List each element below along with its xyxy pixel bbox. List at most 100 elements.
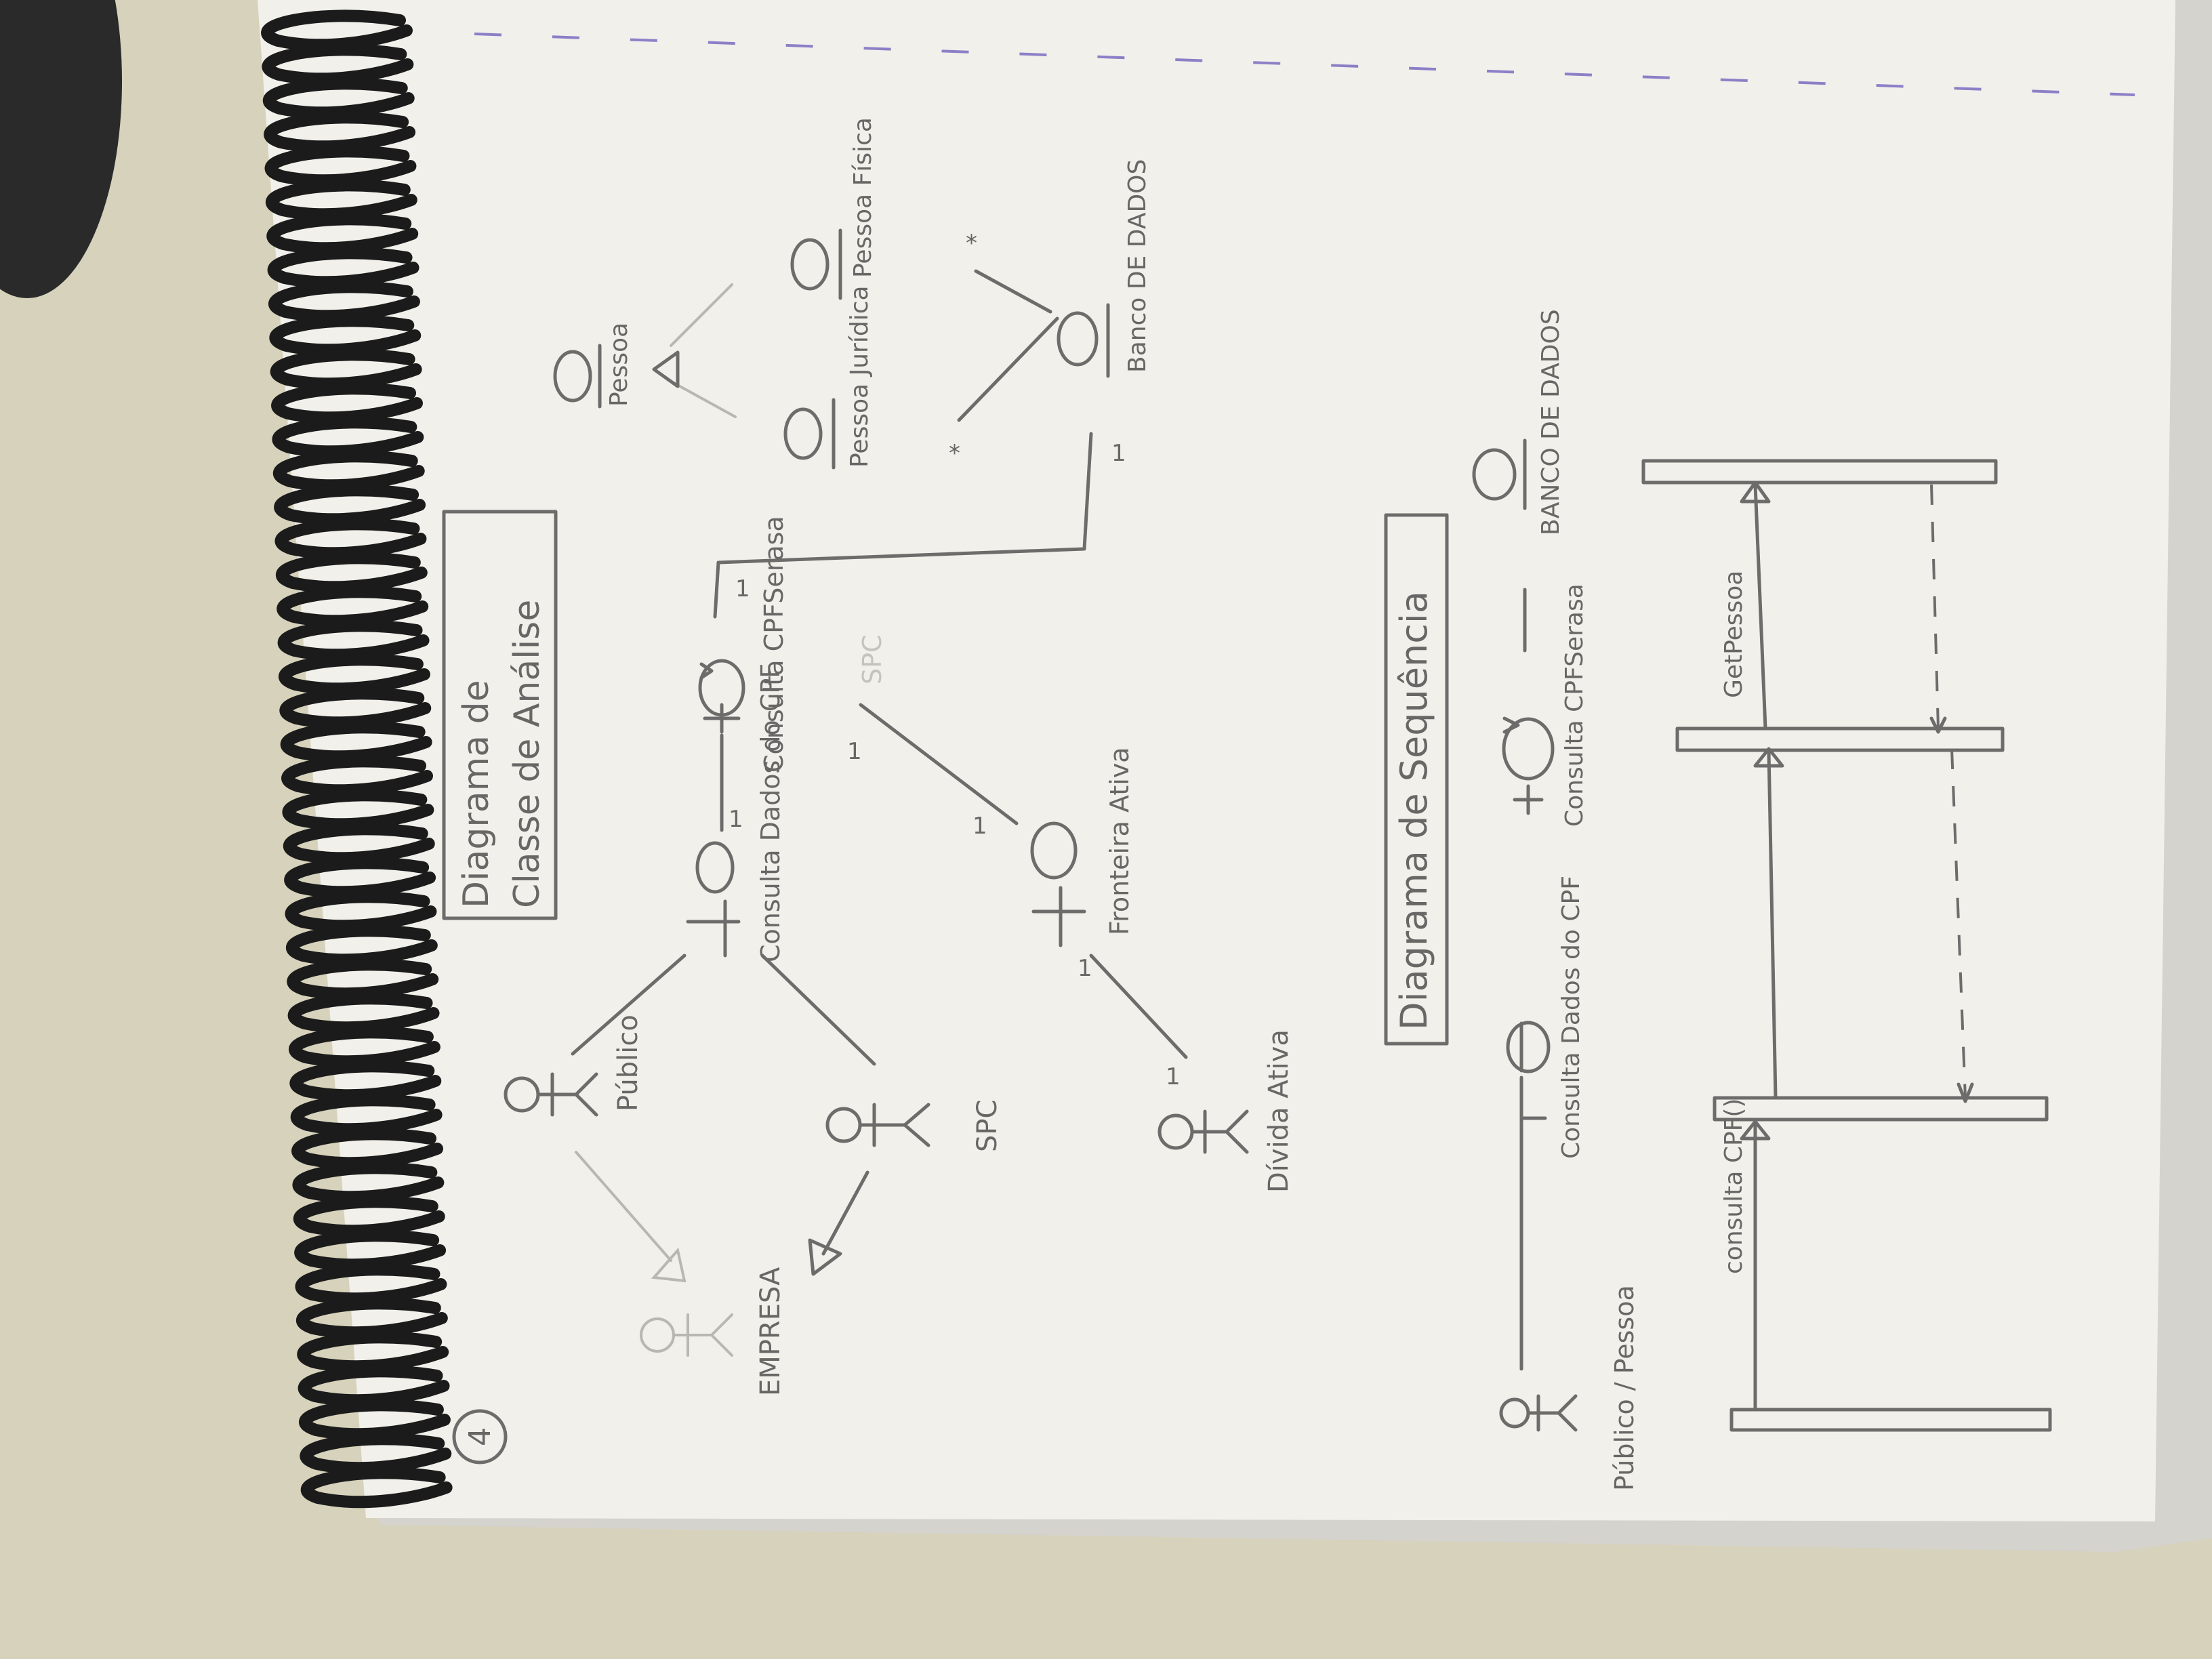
activation-consulta xyxy=(1713,1096,2049,1122)
entity-pessoa-juridica-label: Pessoa Jurídica xyxy=(846,285,874,468)
seq-control-serasa xyxy=(1502,716,1555,815)
activation-publico xyxy=(1729,1408,2052,1432)
msg-consulta-cpf-label: consulta CPF() xyxy=(1720,1099,1748,1274)
spiral-coil xyxy=(275,552,428,594)
erased-sketch-mark: SPC xyxy=(857,634,887,684)
msg-get-pessoa-arrowhead xyxy=(1740,480,1771,504)
spiral-coil xyxy=(300,1433,452,1475)
spiral-coil xyxy=(281,755,433,797)
boundary-fronteira-ativa-label: Fronteira Ativa xyxy=(1105,747,1134,935)
spiral-coil xyxy=(298,1365,450,1407)
spiral-coil xyxy=(265,179,417,221)
spiral-coil xyxy=(291,1128,443,1170)
entity-pessoa-fisica xyxy=(790,228,842,300)
spiral-coil xyxy=(270,348,422,390)
entity-banco-dados xyxy=(1057,303,1110,378)
page-number-mark: 4 xyxy=(452,1409,508,1465)
spiral-coil xyxy=(284,857,436,899)
actor-empresa xyxy=(640,1313,733,1357)
assoc-publico-consulta xyxy=(571,954,687,1056)
mult-many-2: * xyxy=(966,230,977,257)
spiral-coil xyxy=(274,484,426,526)
seq-boundary-consulta-label: Consulta Dados do CPF xyxy=(1557,876,1585,1159)
mult-1: 1 xyxy=(729,806,743,833)
spiral-coil xyxy=(262,43,414,85)
analysis-diagram: Diagrama de Classe de Análise Público EM… xyxy=(442,117,1294,1396)
actor-publico-label: Público xyxy=(613,1015,644,1111)
return-banco-serasa xyxy=(1930,484,1940,729)
spiral-coil xyxy=(271,382,423,424)
seq-actor-publico-label: Público / Pessoa xyxy=(1610,1285,1639,1491)
gen-fisica-pessoa xyxy=(670,283,733,347)
return-arrowhead-1 xyxy=(1929,716,1947,734)
spiral-coil xyxy=(277,619,430,661)
analysis-title-line1: Diagrama de xyxy=(456,680,497,908)
spiral-coil xyxy=(299,1399,451,1441)
notebook-page xyxy=(258,0,2175,1521)
spiral-coil xyxy=(285,890,437,933)
analysis-title-line2: Classe de Análise xyxy=(507,600,548,908)
entity-pessoa-juridica xyxy=(783,398,836,470)
analysis-title-box xyxy=(442,510,558,920)
mult-3: 1 xyxy=(972,813,987,840)
spiral-coil xyxy=(295,1297,448,1339)
boundary-consulta-dados-cpf xyxy=(686,841,741,958)
assoc-fronteira-divida xyxy=(1089,954,1188,1059)
sequence-title: Diagrama de Sequência xyxy=(1393,591,1435,1030)
entity-pessoa xyxy=(553,344,602,409)
mult-6: 1 xyxy=(1111,440,1126,467)
spiral-coil xyxy=(294,1229,447,1271)
msg-get-pessoa-label: GetPessoa xyxy=(1720,571,1748,698)
spiral-coil xyxy=(280,721,432,763)
mult-4: 1 xyxy=(1078,955,1092,982)
spiral-coil xyxy=(287,958,439,1000)
dark-object-corner xyxy=(0,0,122,298)
seq-entity-banco-label: BANCO DE DADOS xyxy=(1537,309,1565,535)
mult-2: 1 xyxy=(735,575,750,602)
entity-banco-dados-label: Banco DE DADOS xyxy=(1124,159,1151,373)
spiral-coil xyxy=(267,247,419,289)
boundary-fronteira-ativa xyxy=(1030,821,1086,947)
spiral-binding xyxy=(261,9,453,1509)
assoc-banco-juridica xyxy=(957,316,1059,422)
spiral-coil xyxy=(268,281,420,323)
control-consulta-cpf-serasa xyxy=(698,659,745,734)
sequence-title-box xyxy=(1384,513,1449,1046)
spiral-coil xyxy=(282,789,434,831)
spiral-coil xyxy=(297,1331,449,1373)
actor-publico xyxy=(504,1072,598,1117)
activation-serasa xyxy=(1675,726,2005,752)
seq-entity-banco xyxy=(1472,438,1527,653)
spiral-coil xyxy=(279,653,430,695)
page-number: 4 xyxy=(463,1427,497,1446)
spiral-coil xyxy=(264,111,416,153)
return-arrowhead-2 xyxy=(1957,1082,1974,1103)
boundary-consulta-dados-cpf-label: Consulta Dados do CPF xyxy=(756,663,785,962)
actor-empresa-label: EMPRESA xyxy=(755,1267,786,1396)
actor-divida-ativa-label: Dívida Ativa xyxy=(1263,1029,1294,1193)
msg-to-serasa xyxy=(1767,750,1778,1100)
assoc-serasa-fronteira xyxy=(859,703,1019,825)
spiral-coil xyxy=(283,823,435,865)
spiral-coil xyxy=(276,586,429,628)
sequence-diagram: Diagrama de Sequência Público / Pessoa C… xyxy=(1384,309,2052,1491)
assoc-spc-consulta xyxy=(760,954,876,1066)
spiral-coil xyxy=(272,416,424,458)
msg-consulta-cpf-arrowhead xyxy=(1740,1120,1771,1141)
spiral-coil xyxy=(289,1060,442,1102)
entity-pessoa-label: Pessoa xyxy=(605,323,633,407)
actor-divida-ativa xyxy=(1158,1109,1249,1154)
spiral-coil xyxy=(262,77,415,119)
control-consulta-cpf-serasa-label: Consulta CPFSerasa xyxy=(759,516,789,773)
spiral-coil xyxy=(300,1467,453,1509)
msg-to-serasa-arrowhead xyxy=(1753,747,1784,768)
spiral-coil xyxy=(295,1263,447,1305)
spiral-coil xyxy=(269,314,422,356)
mult-5: 1 xyxy=(1166,1063,1181,1090)
mult-7: 1 xyxy=(847,738,862,765)
spiral-coil xyxy=(264,145,417,187)
spiral-coil xyxy=(292,1162,445,1204)
spiral-coil xyxy=(285,924,438,966)
spiral-coil xyxy=(290,1094,443,1136)
